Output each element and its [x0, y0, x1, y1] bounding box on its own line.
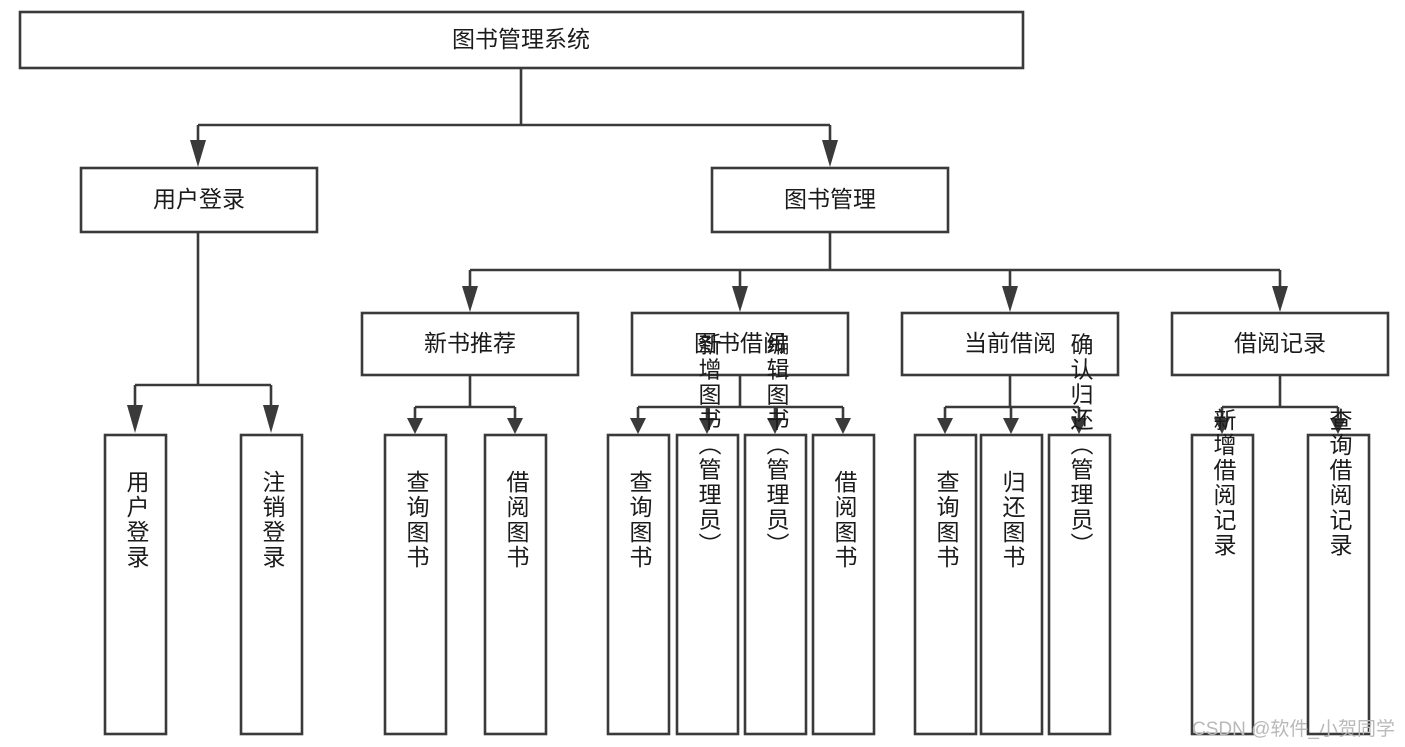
arrowhead-icon-user-login [190, 140, 206, 167]
leaf-confirm-return-label: 确认归还（管理员） [1067, 333, 1094, 558]
leaf-add-book[interactable]: 新增图书（管理员） [675, 333, 740, 736]
leaf-add-record-box[interactable] [1190, 433, 1255, 736]
leaf-borrow-book-1-label: 借阅图书 [503, 470, 530, 570]
leaf-query-record[interactable]: 查询借阅记录 [1306, 408, 1371, 736]
leaf-query-book-3-label: 查询图书 [933, 470, 960, 570]
leaf-query-book-1-label: 查询图书 [403, 470, 430, 570]
leaf-return-book[interactable]: 归还图书 [979, 433, 1044, 736]
node-current-borrow-label: 当前借阅 [964, 330, 1056, 356]
leaf-query-book-1[interactable]: 查询图书 [383, 433, 448, 736]
leaf-add-record[interactable]: 新增借阅记录 [1190, 408, 1255, 736]
leaf-user-login[interactable]: 用户登录 [103, 433, 168, 736]
arrowhead-icon-leaf-logout [263, 405, 279, 433]
leaf-query-record-box[interactable] [1306, 433, 1371, 736]
node-user-login-box[interactable] [79, 166, 319, 234]
node-new-book-recommend[interactable]: 新书推荐 [360, 311, 580, 377]
node-book-borrow-box[interactable] [630, 311, 850, 377]
arrowhead-icon-new-book [462, 286, 478, 312]
arrowhead-icon-cb-leaf3 [1071, 418, 1087, 434]
node-current-borrow[interactable]: 当前借阅 [900, 311, 1120, 377]
leaf-edit-book-label: 编辑图书（管理员） [763, 333, 790, 558]
leaf-query-book-3-box[interactable] [913, 433, 978, 736]
node-current-borrow-box[interactable] [900, 311, 1120, 377]
node-book-management[interactable]: 图书管理 [710, 166, 950, 234]
connector-group [133, 68, 1340, 418]
node-user-login[interactable]: 用户登录 [79, 166, 319, 234]
leaf-query-book-1-box[interactable] [383, 433, 448, 736]
leaf-add-book-box[interactable] [675, 433, 740, 736]
leaf-return-book-label: 归还图书 [999, 470, 1026, 570]
leaf-query-book-2[interactable]: 查询图书 [606, 433, 671, 736]
node-root-box[interactable] [18, 10, 1025, 70]
arrowhead-icon-borrow-record [1272, 286, 1288, 312]
arrowhead-icon-nb-leaf2 [507, 418, 523, 434]
leaf-borrow-book-1[interactable]: 借阅图书 [483, 433, 548, 736]
leaf-query-book-2-label: 查询图书 [626, 470, 653, 570]
arrowhead-group [127, 140, 1346, 434]
arrowhead-icon-br-leaf2 [1330, 418, 1346, 434]
leaf-add-record-label: 新增借阅记录 [1210, 408, 1237, 558]
leaf-add-book-label: 新增图书（管理员） [695, 333, 722, 558]
arrowhead-icon-bb-leaf3 [767, 418, 783, 434]
node-borrow-record-label: 借阅记录 [1234, 330, 1326, 356]
arrowhead-icon-book-management [822, 140, 838, 167]
arrowhead-icon-bb-leaf4 [835, 418, 851, 434]
leaf-logout-login-label: 注销登录 [259, 470, 286, 570]
leaf-return-book-box[interactable] [979, 433, 1044, 736]
node-new-book-recommend-label: 新书推荐 [424, 330, 516, 356]
arrowhead-icon-book-borrow [732, 286, 748, 312]
leaf-user-login-label: 用户登录 [123, 470, 150, 570]
leaf-user-login-box[interactable] [103, 433, 168, 736]
node-book-management-label: 图书管理 [784, 186, 876, 212]
leaf-edit-book[interactable]: 编辑图书（管理员） [743, 333, 808, 736]
leaf-edit-book-box[interactable] [743, 433, 808, 736]
leaf-borrow-book-2[interactable]: 借阅图书 [811, 433, 876, 736]
arrowhead-icon-cb-leaf1 [937, 418, 953, 434]
arrowhead-icon-leaf-user-login [127, 405, 143, 433]
node-root[interactable]: 图书管理系统 [18, 10, 1025, 70]
node-new-book-recommend-box[interactable] [360, 311, 580, 377]
arrowhead-icon-br-leaf1 [1214, 418, 1230, 434]
leaf-borrow-book-1-box[interactable] [483, 433, 548, 736]
arrowhead-icon-nb-leaf1 [407, 418, 423, 434]
arrowhead-icon-cb-leaf2 [1003, 418, 1019, 434]
leaf-borrow-book-2-box[interactable] [811, 433, 876, 736]
leaf-logout-login-box[interactable] [239, 433, 304, 736]
leaf-query-book-3[interactable]: 查询图书 [913, 433, 978, 736]
leaf-logout-login[interactable]: 注销登录 [239, 433, 304, 736]
leaf-query-record-label: 查询借阅记录 [1326, 408, 1353, 558]
leaf-confirm-return-box[interactable] [1047, 433, 1112, 736]
node-borrow-record-box[interactable] [1170, 311, 1390, 377]
leaf-query-book-2-box[interactable] [606, 433, 671, 736]
node-book-borrow[interactable]: 图书借阅 [630, 311, 850, 377]
leaf-borrow-book-2-label: 借阅图书 [831, 470, 858, 570]
node-root-label: 图书管理系统 [452, 26, 590, 52]
arrowhead-icon-current-borrow [1002, 286, 1018, 312]
node-borrow-record[interactable]: 借阅记录 [1170, 311, 1390, 377]
leaf-confirm-return[interactable]: 确认归还（管理员） [1047, 333, 1112, 736]
node-book-borrow-label: 图书借阅 [694, 330, 786, 356]
arrowhead-icon-bb-leaf1 [630, 418, 646, 434]
node-user-login-label: 用户登录 [153, 186, 245, 212]
arrowhead-icon-bb-leaf2 [699, 418, 715, 434]
node-book-management-box[interactable] [710, 166, 950, 234]
